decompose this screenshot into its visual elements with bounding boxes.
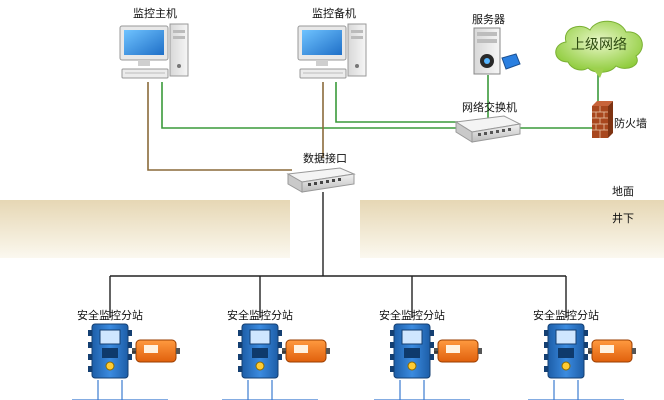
main-host-label: 监控主机 [133,7,177,20]
firewall-label: 防火墙 [614,117,647,130]
substation-3 [374,323,482,400]
surface-label: 地面 [612,185,634,198]
tower-server-icon [473,27,521,75]
power-box-icon [434,339,482,363]
power-box-icon [588,339,636,363]
data-interface-icon [286,167,356,193]
desktop-computer-icon [297,23,367,79]
serial-lines [147,82,324,171]
ethernet-lines [161,70,599,129]
monitoring-cabinet-icon [238,323,282,379]
data-interface-label: 数据接口 [303,152,347,165]
monitoring-cabinet-icon [390,323,434,379]
power-box-icon [132,339,180,363]
monitoring-cabinet-icon [544,323,588,379]
cloud-icon [555,20,643,78]
substation-4 [528,323,636,400]
brick-firewall-icon [592,101,613,138]
desktop-computer-icon [119,23,189,79]
substation-label-4: 安全监控分站 [533,309,599,322]
upper-network-label: 上级网络 [571,37,627,53]
substation-1 [72,323,180,400]
switch-label: 网络交换机 [462,101,517,114]
underground-label: 井下 [612,212,634,225]
power-box-icon [282,339,330,363]
ground-band-right [360,200,664,258]
substation-label-1: 安全监控分站 [77,309,143,322]
substation-label-2: 安全监控分站 [227,309,293,322]
bus-lines [109,192,567,318]
network-switch-icon [454,115,522,143]
backup-host-label: 监控备机 [312,7,356,20]
server-label: 服务器 [472,13,505,26]
monitoring-cabinet-icon [88,323,132,379]
ground-band-left [0,200,290,258]
substation-label-3: 安全监控分站 [379,309,445,322]
substation-2 [222,323,330,400]
